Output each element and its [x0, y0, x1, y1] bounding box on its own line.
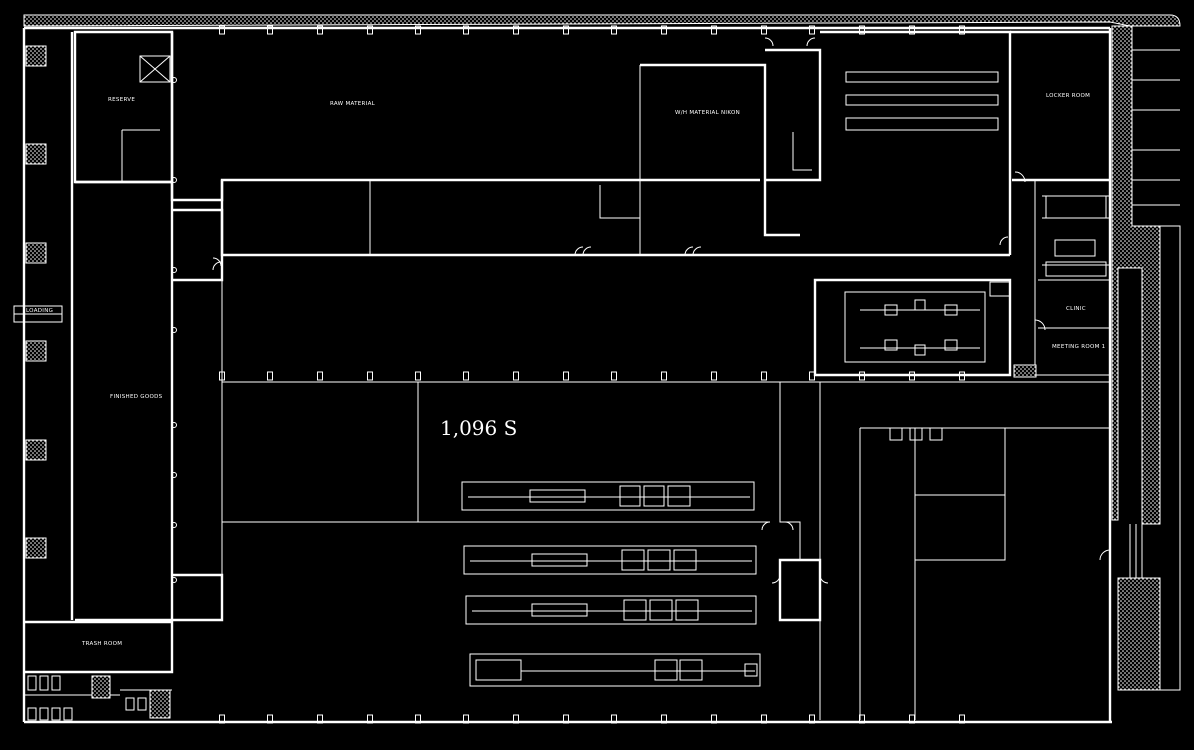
column-marker [959, 714, 965, 724]
column-marker [171, 77, 177, 83]
column-marker [859, 714, 865, 724]
column-marker [171, 422, 177, 428]
column-marker [171, 327, 177, 333]
column-marker [859, 25, 865, 35]
column-marker [761, 714, 767, 724]
column-marker [959, 371, 965, 381]
column-marker [711, 25, 717, 35]
room-label-finished-goods: FINISHED GOODS [110, 394, 163, 400]
area-label: 1,096 S [440, 416, 517, 440]
column-marker [367, 714, 373, 724]
column-marker [367, 25, 373, 35]
room-label-trash-room: TRASH ROOM [81, 641, 122, 647]
column-marker [809, 25, 815, 35]
room-label-wh-material: W/H MATERIAL NIKON [675, 110, 740, 116]
column-marker [317, 371, 323, 381]
column-marker [809, 371, 815, 381]
column-marker [171, 267, 177, 273]
column-marker [611, 714, 617, 724]
column-marker [171, 472, 177, 478]
column-marker [463, 371, 469, 381]
column-marker [513, 25, 519, 35]
door-swings [212, 37, 1111, 584]
room-label-raw-material: RAW MATERIAL [330, 101, 376, 107]
column-markers [171, 25, 965, 724]
column-marker [563, 25, 569, 35]
interior-walls [24, 30, 1110, 720]
column-marker [513, 371, 519, 381]
column-marker [809, 714, 815, 724]
room-label-clinic: CLINIC [1066, 306, 1086, 312]
column-marker [317, 25, 323, 35]
column-marker [761, 371, 767, 381]
column-marker [959, 25, 965, 35]
loading-dock-pads [25, 45, 47, 559]
toilet-fixtures [27, 195, 1107, 721]
column-marker [367, 371, 373, 381]
column-marker [513, 714, 519, 724]
column-marker [563, 371, 569, 381]
column-marker [219, 25, 225, 35]
production-line-1 [461, 481, 755, 511]
column-marker [909, 371, 915, 381]
column-marker [267, 25, 273, 35]
column-marker [761, 25, 767, 35]
column-marker [909, 25, 915, 35]
room-label-reserve: RESERVE [108, 97, 135, 103]
column-marker [415, 25, 421, 35]
production-line-4 [469, 653, 761, 687]
column-marker [661, 25, 667, 35]
column-marker [711, 714, 717, 724]
column-marker [171, 177, 177, 183]
production-line-2 [463, 545, 757, 575]
column-marker [661, 371, 667, 381]
production-line-3 [465, 595, 757, 625]
column-marker [267, 714, 273, 724]
column-marker [859, 371, 865, 381]
column-marker [219, 714, 225, 724]
column-marker [711, 371, 717, 381]
column-marker [219, 371, 225, 381]
loading-label: LOADING [26, 308, 53, 314]
column-marker [463, 25, 469, 35]
column-marker [415, 714, 421, 724]
column-marker [267, 371, 273, 381]
column-marker [171, 577, 177, 583]
column-marker [909, 714, 915, 724]
column-marker [415, 371, 421, 381]
outer-walls [22, 14, 1181, 724]
column-marker [171, 522, 177, 528]
room-label-meeting-room: MEETING ROOM 1 [1052, 344, 1105, 350]
column-marker [563, 714, 569, 724]
loading-sign: LOADING [13, 305, 63, 323]
column-marker [317, 714, 323, 724]
room-label-locker-room: LOCKER ROOM [1046, 93, 1090, 99]
column-marker [463, 714, 469, 724]
column-marker [611, 371, 617, 381]
cleanroom-equipment [860, 299, 980, 356]
column-marker [611, 25, 617, 35]
column-marker [661, 714, 667, 724]
